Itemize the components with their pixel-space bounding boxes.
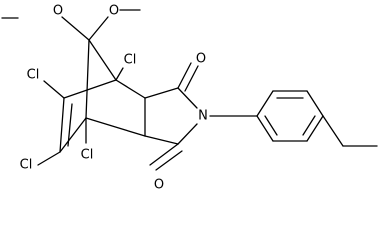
atom-cl-bridgehead-top: Cl (124, 53, 137, 68)
bond-aryl-inner-2 (302, 115, 316, 136)
bond-lines (1, 9, 378, 171)
bond-vinyl-cl-lower (37, 151, 61, 166)
bond-aryl-3 (306, 90, 324, 117)
bond-carbonyl-top-n (177, 87, 198, 109)
bond-bridgehead-top-cl (115, 67, 124, 81)
bond-co-top-b (184, 65, 199, 92)
bond-co-bottom-a (149, 143, 179, 166)
bond-vinyl-double-b (67, 103, 73, 147)
atom-cl-vinyl-upper: Cl (27, 68, 40, 83)
chemical-structure-diagram: O O Cl Cl Cl Cl O N O (1, 4, 378, 193)
bond-aryl-inner-3 (264, 115, 278, 136)
atom-o-methoxy-right: O (109, 4, 119, 19)
bond-o-bridge-left (61, 16, 90, 41)
bond-ring-carbonyl-bottom (144, 135, 179, 145)
atom-o-carbonyl-bottom: O (154, 178, 164, 193)
bond-ethyl-1 (322, 115, 344, 147)
bond-aryl-4 (306, 115, 324, 142)
bond-co-top-a (177, 62, 192, 89)
atom-labels: O O Cl Cl Cl Cl O N O (20, 4, 208, 193)
bond-co-bottom-b (155, 150, 183, 171)
atom-cl-vinyl-lower: Cl (20, 158, 33, 173)
bond-carbonyl-bottom-n (177, 123, 198, 145)
atom-o-carbonyl-top: O (196, 52, 206, 67)
bond-aryl-1 (256, 90, 274, 117)
bond-bridge-bridgehead-bottom (85, 39, 90, 119)
bond-vinyl-bridgehead-bottom (59, 117, 87, 153)
bond-o-bridge-right (88, 16, 109, 41)
bond-vinyl-double-a (59, 97, 65, 153)
bond-bridgehead-top-ring (115, 79, 146, 99)
bond-ring-carbonyl-top (144, 87, 179, 99)
bond-vinyl-cl-upper (43, 80, 65, 99)
bond-bridge-bridgehead-top (88, 39, 117, 81)
bond-bridgehead-top-vinyl (63, 79, 117, 99)
atom-cl-bridgehead-bottom: Cl (81, 148, 94, 163)
bond-bridgehead-bottom-ring (85, 117, 146, 137)
atom-o-methoxy-left: O (53, 4, 63, 19)
bond-aryl-6 (256, 115, 274, 142)
atom-n-imide: N (198, 109, 208, 124)
